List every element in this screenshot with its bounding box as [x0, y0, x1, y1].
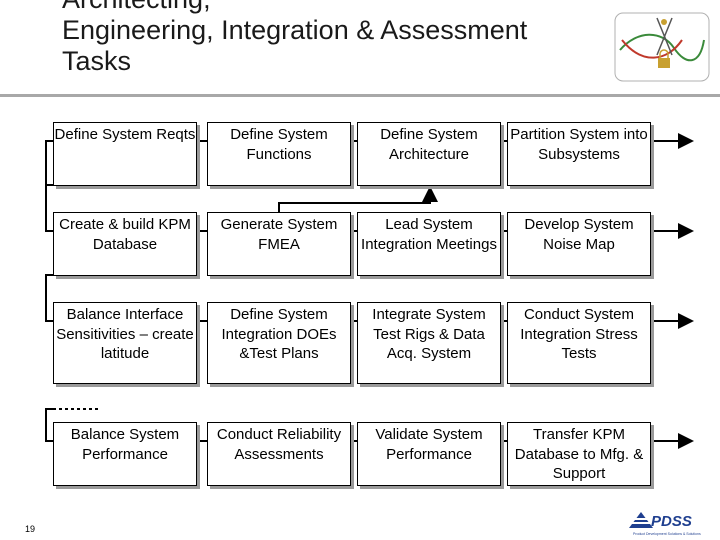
bracket-left-1: [45, 140, 53, 186]
task-box-test-rigs: Integrate System Test Rigs & Data Acq. S…: [357, 302, 501, 384]
task-box-validate-performance: Validate System Performance: [357, 422, 501, 486]
page-number: 19: [25, 524, 36, 534]
task-label: Define System Reqts: [54, 126, 196, 143]
task-box-transfer-kpm: Transfer KPM Database to Mfg. & Support: [507, 422, 651, 486]
title-rule: [0, 94, 720, 97]
task-box-balance-interface: Balance Interface Sensitivities – create…: [53, 302, 197, 384]
pdss-logo-tagline: Product Development Solutions & Solution…: [633, 532, 701, 536]
bracket-left-2: [45, 185, 53, 232]
task-box-define-system-functions: Define System Functions: [207, 122, 351, 186]
task-label: Balance System Performance: [70, 426, 180, 463]
title-line-3: Tasks: [62, 46, 132, 76]
bracket-left-4: [45, 408, 53, 442]
task-box-integration-does: Define System Integration DOEs &Test Pla…: [207, 302, 351, 384]
pdss-logo: PDSS Product Development Solutions & Sol…: [629, 512, 701, 536]
slide-title: Architecting, Engineering, Integration &…: [62, 0, 622, 77]
compass-logo-icon: [614, 12, 710, 82]
task-box-stress-tests: Conduct System Integration Stress Tests: [507, 302, 651, 384]
task-label: Lead System Integration Meetings: [361, 216, 497, 253]
title-line-1: Architecting,: [62, 0, 622, 15]
task-label: Validate System Performance: [375, 426, 483, 463]
task-box-balance-performance: Balance System Performance: [53, 422, 197, 486]
bracket-left-3: [45, 274, 53, 322]
task-label: Define System Integration DOEs &Test Pla…: [221, 306, 337, 362]
task-label: Conduct Reliability Assessments: [216, 426, 342, 463]
task-label: Conduct System Integration Stress Tests: [520, 306, 638, 362]
task-label: Define System Architecture: [380, 126, 478, 163]
task-box-noise-map: Develop System Noise Map: [507, 212, 651, 276]
task-label: Define System Functions: [230, 126, 328, 163]
task-box-integration-meetings: Lead System Integration Meetings: [357, 212, 501, 276]
task-label: Balance Interface Sensitivities – create…: [56, 306, 194, 362]
title-line-2: Engineering, Integration & Assessment: [62, 15, 528, 45]
task-label: Partition System into Subsystems: [510, 126, 648, 163]
task-box-define-system-architecture: Define System Architecture: [357, 122, 501, 186]
task-box-reliability: Conduct Reliability Assessments: [207, 422, 351, 486]
task-box-kpm-database: Create & build KPM Database: [53, 212, 197, 276]
task-label: Develop System Noise Map: [524, 216, 634, 253]
pdss-logo-text: PDSS: [651, 513, 692, 530]
feedback-arrow: [278, 186, 438, 212]
task-box-define-system-reqts: Define System Reqts: [53, 122, 197, 186]
task-label: Create & build KPM Database: [59, 216, 191, 253]
task-label: Integrate System Test Rigs & Data Acq. S…: [372, 306, 486, 362]
task-label: Transfer KPM Database to Mfg. & Support: [514, 426, 644, 482]
task-box-system-fmea: Generate System FMEA: [207, 212, 351, 276]
task-box-partition-system: Partition System into Subsystems: [507, 122, 651, 186]
task-label: Generate System FMEA: [220, 216, 338, 253]
